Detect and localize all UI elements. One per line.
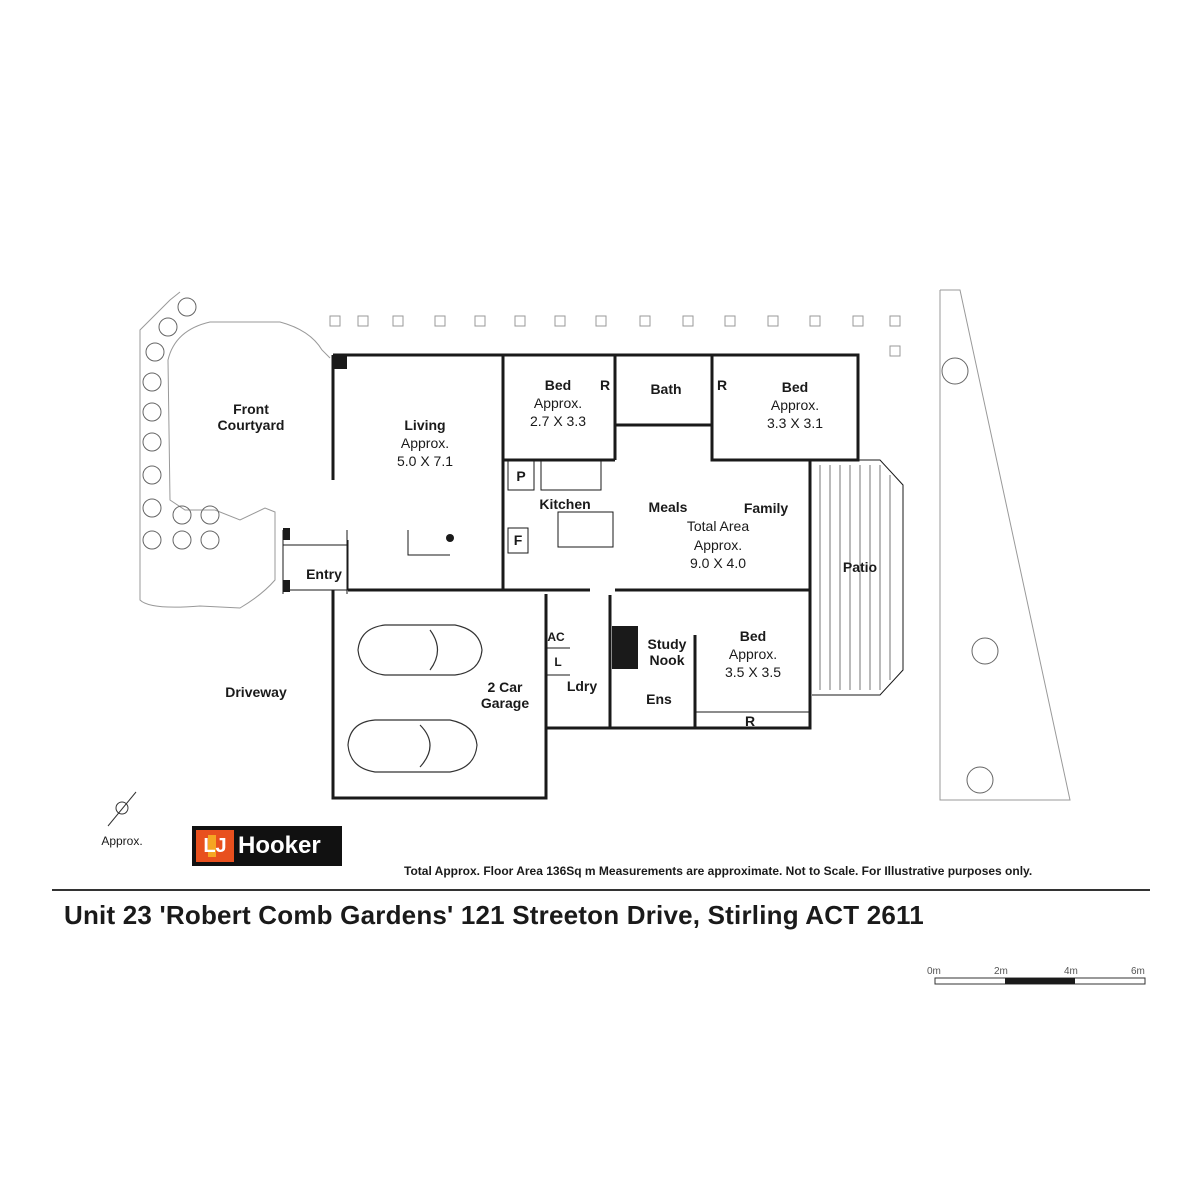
svg-text:3.5 X 3.5: 3.5 X 3.5 xyxy=(725,664,781,680)
front-courtyard-line: Front xyxy=(233,401,269,417)
svg-text:L: L xyxy=(554,655,561,669)
site-boundary xyxy=(939,289,1071,801)
svg-text:Nook: Nook xyxy=(650,652,685,668)
compass-label: Approx. xyxy=(101,834,142,848)
driveway-label: Driveway xyxy=(225,684,287,700)
living-label: Living xyxy=(404,417,445,433)
family-label: Family xyxy=(744,500,789,516)
garage-label: 2 Car xyxy=(487,679,523,695)
kitchen-label: Kitchen xyxy=(539,496,590,512)
logo-word: Hooker xyxy=(238,832,321,859)
svg-text:Garage: Garage xyxy=(481,695,529,711)
fence-posts xyxy=(329,315,901,357)
svg-text:Approx.: Approx. xyxy=(771,397,819,413)
svg-text:Approx.: Approx. xyxy=(401,435,449,451)
svg-text:Courtyard: Courtyard xyxy=(218,417,285,433)
svg-text:2.7 X 3.3: 2.7 X 3.3 xyxy=(530,413,586,429)
study-label: Study xyxy=(648,636,687,652)
car-icon xyxy=(347,624,483,773)
svg-text:5.0 X 7.1: 5.0 X 7.1 xyxy=(397,453,453,469)
bath-label: Bath xyxy=(650,381,681,397)
svg-text:AC: AC xyxy=(547,630,565,644)
bed3-label: Bed xyxy=(740,628,766,644)
svg-text:F: F xyxy=(514,532,523,548)
svg-text:3.3 X 3.1: 3.3 X 3.1 xyxy=(767,415,823,431)
svg-text:Total Area: Total Area xyxy=(687,518,749,534)
svg-text:R: R xyxy=(745,713,755,729)
laundry-label: Ldry xyxy=(567,678,598,694)
compass-icon xyxy=(107,791,137,827)
svg-text:P: P xyxy=(516,468,525,484)
patio-label: Patio xyxy=(843,559,877,575)
svg-text:Approx.: Approx. xyxy=(534,395,582,411)
entry-label: Entry xyxy=(306,566,342,582)
shrubs xyxy=(142,297,999,794)
address-title: Unit 23 'Robert Comb Gardens' 121 Street… xyxy=(64,900,924,930)
lj-hooker-logo: LJ Hooker xyxy=(192,826,342,866)
meals-label: Meals xyxy=(649,499,688,515)
ensuite-label: Ens xyxy=(646,691,672,707)
room-labels: Front Courtyard Living Approx. 5.0 X 7.1… xyxy=(101,377,877,848)
scale-label: 6m xyxy=(1131,966,1145,977)
bed2-label: Bed xyxy=(782,379,808,395)
svg-text:9.0 X 4.0: 9.0 X 4.0 xyxy=(690,555,746,571)
bed1-label: Bed xyxy=(545,377,571,393)
front-courtyard-outline xyxy=(139,291,331,609)
scale-bar xyxy=(934,977,1146,985)
svg-text:R: R xyxy=(600,377,610,393)
scale-label: 4m xyxy=(1064,966,1078,977)
divider xyxy=(52,889,1150,891)
svg-text:R: R xyxy=(717,377,727,393)
house-walls xyxy=(282,353,904,800)
scale-label: 2m xyxy=(994,966,1008,977)
scale-label: 0m xyxy=(927,966,941,977)
front-courtyard-label: Front xyxy=(233,401,269,417)
svg-text:Approx.: Approx. xyxy=(694,537,742,553)
svg-text:Approx.: Approx. xyxy=(729,646,777,662)
logo-mark: LJ xyxy=(196,830,234,862)
footnote: Total Approx. Floor Area 136Sq m Measure… xyxy=(404,864,1033,878)
